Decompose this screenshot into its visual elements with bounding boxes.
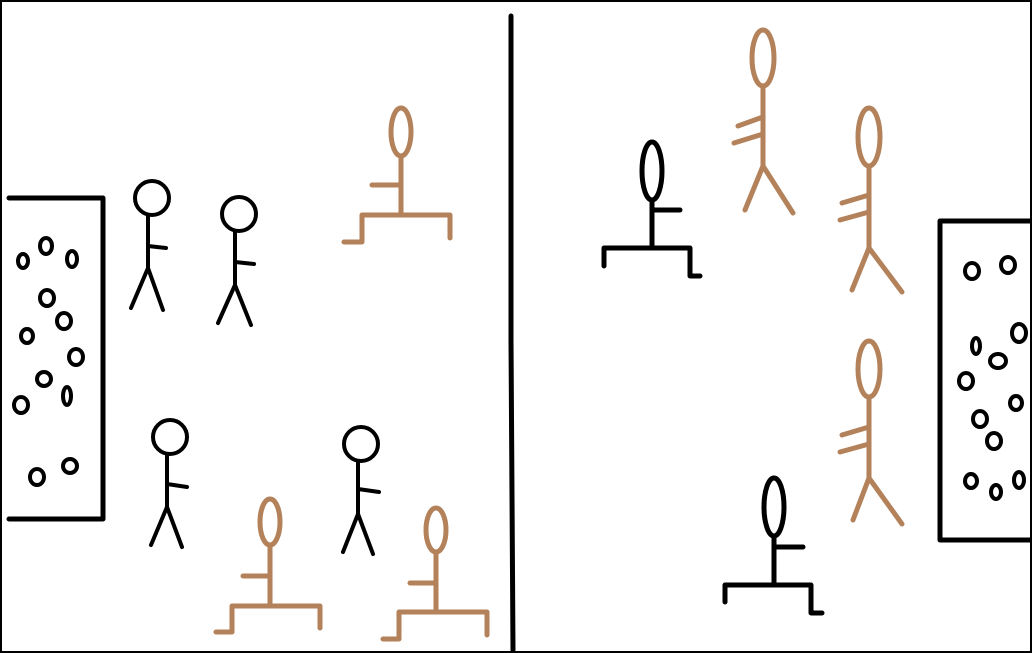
- spectator-circle: [21, 329, 33, 343]
- brown-lunging-figure: [383, 508, 487, 639]
- right-crowd-box-outline: [940, 221, 1032, 540]
- spectator-circle: [40, 290, 54, 306]
- black-standing-figure: [343, 427, 379, 554]
- spectator-circle: [990, 354, 1006, 368]
- brown-lunging-figure: [344, 108, 450, 242]
- brown-standing-figure: [840, 341, 902, 524]
- spectator-circle: [37, 372, 51, 386]
- left-crowd-box-outline: [9, 198, 103, 519]
- spectator-circle: [63, 387, 71, 405]
- left-crowd-spectators: [14, 238, 83, 485]
- brown-standing-figure: [840, 108, 902, 292]
- spectator-circle: [972, 338, 980, 354]
- spectator-circle: [67, 251, 77, 267]
- spectator-circle: [40, 238, 52, 254]
- black-lunging-figure: [725, 478, 822, 613]
- spectator-circle: [18, 254, 28, 268]
- spectator-circle: [1014, 472, 1024, 488]
- spectator-circle: [965, 474, 977, 488]
- spectator-circle: [1010, 396, 1022, 410]
- spectator-circle: [973, 411, 987, 427]
- black-standing-figure: [218, 197, 256, 325]
- left-crowd-box: [9, 198, 103, 519]
- spectator-circle: [63, 459, 77, 473]
- spectator-circle: [959, 373, 973, 389]
- brown-standing-figure: [734, 30, 793, 213]
- black-standing-figure: [151, 420, 187, 547]
- spectator-circle: [991, 485, 1001, 499]
- black-lunging-figure: [604, 142, 700, 276]
- right-crowd-box: [940, 221, 1032, 540]
- spectator-circle: [965, 263, 979, 279]
- spectator-circle: [69, 349, 83, 365]
- spectator-circle: [1012, 324, 1026, 342]
- spectator-circle: [30, 469, 44, 485]
- spectator-circle: [57, 313, 71, 329]
- brown-lunging-figure: [216, 499, 320, 632]
- right-crowd-spectators: [959, 257, 1026, 499]
- spectator-circle: [987, 433, 1001, 449]
- spectator-circle: [14, 397, 28, 413]
- black-standing-figure: [131, 181, 169, 310]
- spectator-circle: [1001, 257, 1015, 273]
- center-divider-line: [511, 16, 513, 650]
